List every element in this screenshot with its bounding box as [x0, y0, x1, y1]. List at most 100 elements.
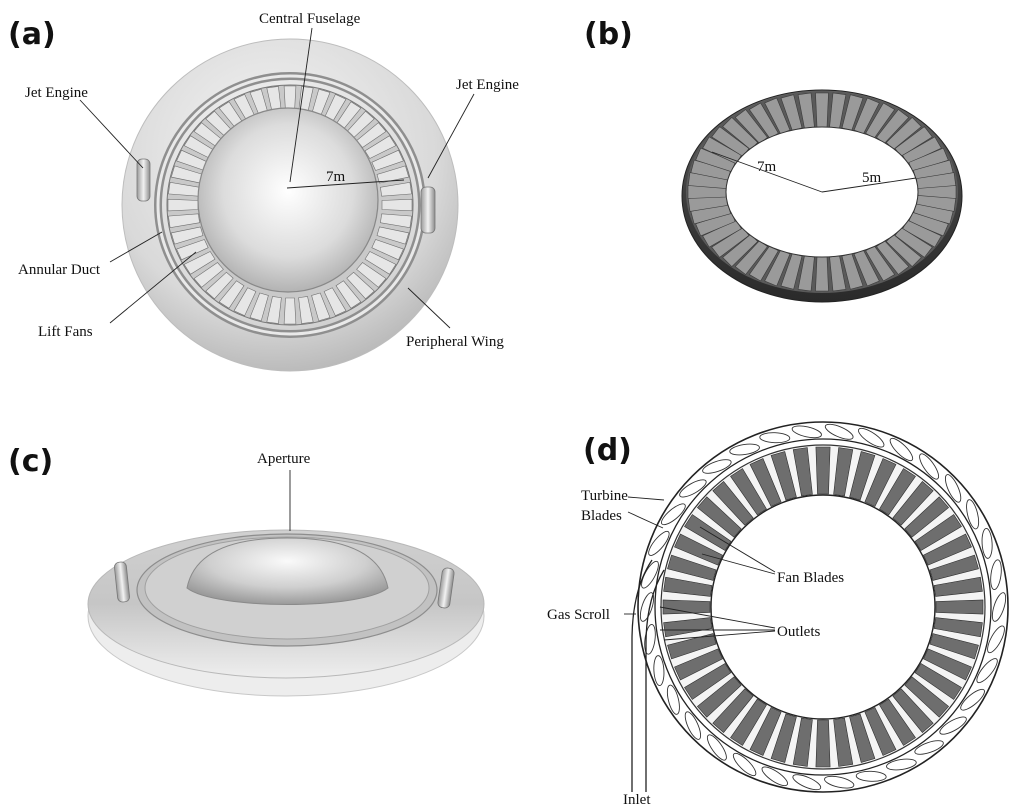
label-inlet: Inlet: [623, 792, 651, 808]
fan-blade: [712, 480, 754, 526]
turbine-blade: [791, 425, 822, 439]
label-central-fuselage: Central Fuselage: [259, 11, 361, 27]
fan-blades-d: [662, 446, 984, 768]
fan-blade: [933, 617, 983, 638]
leader-fan-blades-1: [699, 526, 776, 573]
turbine-blade: [824, 775, 855, 789]
label-jet-engine-right: Jet Engine: [456, 77, 519, 93]
turbine-blade: [706, 734, 727, 761]
fan-blade: [730, 698, 767, 746]
lift-fan-blade: [376, 165, 410, 184]
turbine-blade: [987, 625, 1005, 654]
label-outlets: Outlets: [777, 624, 820, 640]
fan-blade: [892, 688, 934, 734]
turbine-blade: [759, 432, 791, 444]
fan-blade: [935, 599, 984, 615]
lift-fan-blade: [346, 271, 375, 300]
lift-fan-blade: [298, 296, 314, 324]
fan-blade: [923, 648, 972, 681]
fan-blade: [833, 447, 854, 497]
inner-radius-dimension: [821, 177, 917, 193]
fan-blade: [904, 676, 950, 718]
panel-c: (c) Aperture: [8, 444, 485, 697]
panel-b: (b) 7m 5m: [584, 17, 963, 303]
fan-blade: [815, 446, 831, 495]
fan-blade: [712, 688, 754, 734]
jet-engine-right-shape: [420, 186, 436, 234]
lift-fan-blade: [335, 280, 362, 309]
label-aperture: Aperture: [257, 451, 311, 467]
turbine-blade: [653, 655, 665, 687]
fan-blade: [849, 713, 876, 763]
turbine-blade: [855, 770, 887, 782]
turbine-blade: [732, 752, 757, 777]
turbine-blade: [966, 499, 980, 530]
lift-fan-blade: [168, 213, 200, 229]
lift-fan-blade: [167, 198, 199, 212]
turbine-blade: [886, 758, 917, 771]
leader-turbine-blades-2: [627, 511, 664, 529]
label-turbine-blades-line2: Blades: [581, 508, 622, 524]
leader-outlets-3: [663, 630, 776, 641]
leader-lift-fans: [109, 251, 197, 324]
panel-c-label: (c): [8, 444, 53, 479]
lift-fan-blade: [249, 292, 269, 322]
fan-blade: [667, 633, 717, 660]
leader-fan-blades-2: [701, 553, 776, 575]
fan-blade: [684, 663, 732, 700]
lift-fan-blade: [371, 149, 404, 171]
fan-blade: [833, 717, 854, 767]
label-lift-fans: Lift Fans: [38, 324, 93, 340]
lift-fan-blade: [371, 239, 404, 261]
fan-blade: [864, 458, 897, 507]
label-radius-a: 7m: [326, 169, 346, 185]
lift-fan-blade: [193, 262, 224, 288]
turbine-blade: [990, 559, 1002, 591]
leader-central-fuselage: [289, 27, 313, 183]
lift-fan-blade: [205, 271, 234, 300]
fan-blade: [892, 480, 934, 526]
fan-blade: [864, 707, 897, 756]
label-turbine-blades-line1: Turbine: [581, 488, 628, 504]
fan-blade: [929, 633, 979, 660]
turbine-blade-scallops: [639, 423, 1007, 791]
turbine-blade: [857, 427, 885, 448]
turbine-blade: [761, 766, 789, 787]
fan-ring-inner-d: [710, 494, 936, 720]
leader-jet-engine-right: [427, 93, 475, 179]
lift-fan-blade: [218, 280, 245, 309]
panel-d-label: (d): [583, 433, 632, 468]
lift-fan-blades: [167, 85, 413, 325]
lift-fan-blade: [183, 251, 216, 275]
jet-engine-left-c: [114, 561, 130, 603]
fan-blade: [684, 514, 732, 551]
turbine-blade: [648, 530, 670, 556]
fan-blade: [923, 533, 972, 566]
turbine-blade: [939, 716, 967, 735]
fan-blade: [667, 554, 717, 581]
dome-c: [186, 537, 389, 605]
panel-a: (a) Central Fuselage Jet Engine Jet Engi…: [8, 11, 519, 372]
fan-blade: [770, 713, 797, 763]
turbine-blade: [960, 688, 985, 711]
lift-fan-blade: [364, 135, 397, 159]
fan-blade: [933, 576, 983, 597]
label-gas-scroll: Gas Scroll: [547, 607, 610, 623]
radius-dimension-a: [286, 179, 405, 189]
fan-blade: [674, 648, 723, 681]
turbine-blade: [792, 774, 822, 791]
turbine-blade: [944, 474, 962, 503]
fan-blade: [849, 451, 876, 501]
jet-engine-right-c: [437, 567, 455, 609]
lift-fan-blade: [266, 296, 282, 324]
turbine-blade: [914, 740, 944, 755]
lift-fan-blade: [381, 198, 413, 212]
lift-fan-blade: [323, 287, 347, 317]
turbine-blade: [889, 437, 914, 462]
fan-blade: [792, 717, 813, 767]
jet-engine-left-shape: [136, 158, 151, 202]
turbine-blade: [644, 623, 656, 655]
turbine-blade: [981, 527, 993, 559]
fan-ring-blade: [815, 256, 829, 292]
panel-b-label: (b): [584, 17, 633, 52]
